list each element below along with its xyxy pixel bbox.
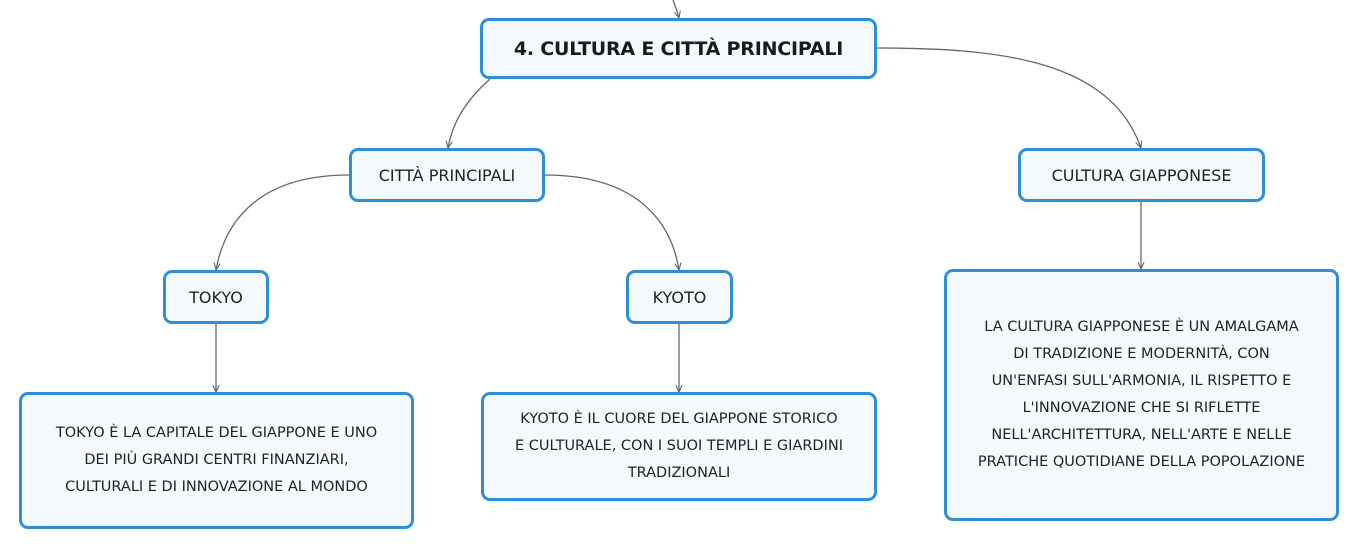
root-node-label: 4. CULTURA E CITTÀ PRINCIPALI [513, 37, 844, 60]
kyoto-description-line: KYOTO È IL CUORE DEL GIAPPONE STORICO [520, 411, 838, 427]
kyoto-description-node[interactable]: KYOTO È IL CUORE DEL GIAPPONE STORICO E … [481, 392, 877, 501]
connector-citta-to-tokyo [216, 174, 350, 270]
tokyo-description-line: DEI PIÙ GRANDI CENTRI FINANZIARI, [84, 452, 349, 468]
root-node[interactable]: 4. CULTURA E CITTÀ PRINCIPALI [480, 18, 877, 79]
tokyo-description-line: TOKYO È LA CAPITALE DEL GIAPPONE E UNO [55, 425, 378, 441]
cultura-description-line: LA CULTURA GIAPPONESE È UN AMALGAMA [984, 319, 1299, 335]
connector-root-to-citta [448, 78, 491, 148]
tokyo-description-line: CULTURALI E DI INNOVAZIONE AL MONDO [65, 479, 368, 495]
cultura-description-line: UN'ENFASI SULL'ARMONIA, IL RISPETTO E [991, 373, 1292, 389]
connector-citta-to-kyoto [544, 174, 679, 270]
cultura-description-line: NELL'ARCHITETTURA, NELL'ARTE E NELLE [991, 427, 1292, 443]
cultura-description-text: LA CULTURA GIAPPONESE È UN AMALGAMA DI T… [978, 314, 1305, 476]
kyoto-description-line: E CULTURALE, CON I SUOI TEMPLI E GIARDIN… [515, 438, 843, 454]
cultura-description-line: L'INNOVAZIONE CHE SI RIFLETTE [1022, 400, 1261, 416]
tokyo-node[interactable]: TOKYO [163, 270, 269, 324]
cultura-description-node[interactable]: LA CULTURA GIAPPONESE È UN AMALGAMA DI T… [944, 269, 1339, 521]
kyoto-description-line: TRADIZIONALI [627, 465, 731, 481]
citta-principali-label: CITTÀ PRINCIPALI [378, 165, 516, 185]
kyoto-description-text: KYOTO È IL CUORE DEL GIAPPONE STORICO E … [515, 406, 843, 487]
tokyo-description-text: TOKYO È LA CAPITALE DEL GIAPPONE E UNO D… [56, 420, 377, 501]
cultura-description-line: PRATICHE QUOTIDIANE DELLA POPOLAZIONE [977, 454, 1306, 470]
cultura-giapponese-label: CULTURA GIAPPONESE [1051, 165, 1232, 185]
connector-root-to-cultura [876, 47, 1141, 148]
cultura-giapponese-node[interactable]: CULTURA GIAPPONESE [1018, 148, 1265, 202]
cultura-description-line: DI TRADIZIONE E MODERNITÀ, CON [1013, 346, 1270, 362]
tokyo-description-node[interactable]: TOKYO È LA CAPITALE DEL GIAPPONE E UNO D… [19, 392, 414, 529]
kyoto-label: KYOTO [652, 287, 707, 307]
citta-principali-node[interactable]: CITTÀ PRINCIPALI [349, 148, 545, 202]
connector-incoming-root [672, 0, 679, 18]
tokyo-label: TOKYO [189, 287, 243, 307]
kyoto-node[interactable]: KYOTO [626, 270, 733, 324]
